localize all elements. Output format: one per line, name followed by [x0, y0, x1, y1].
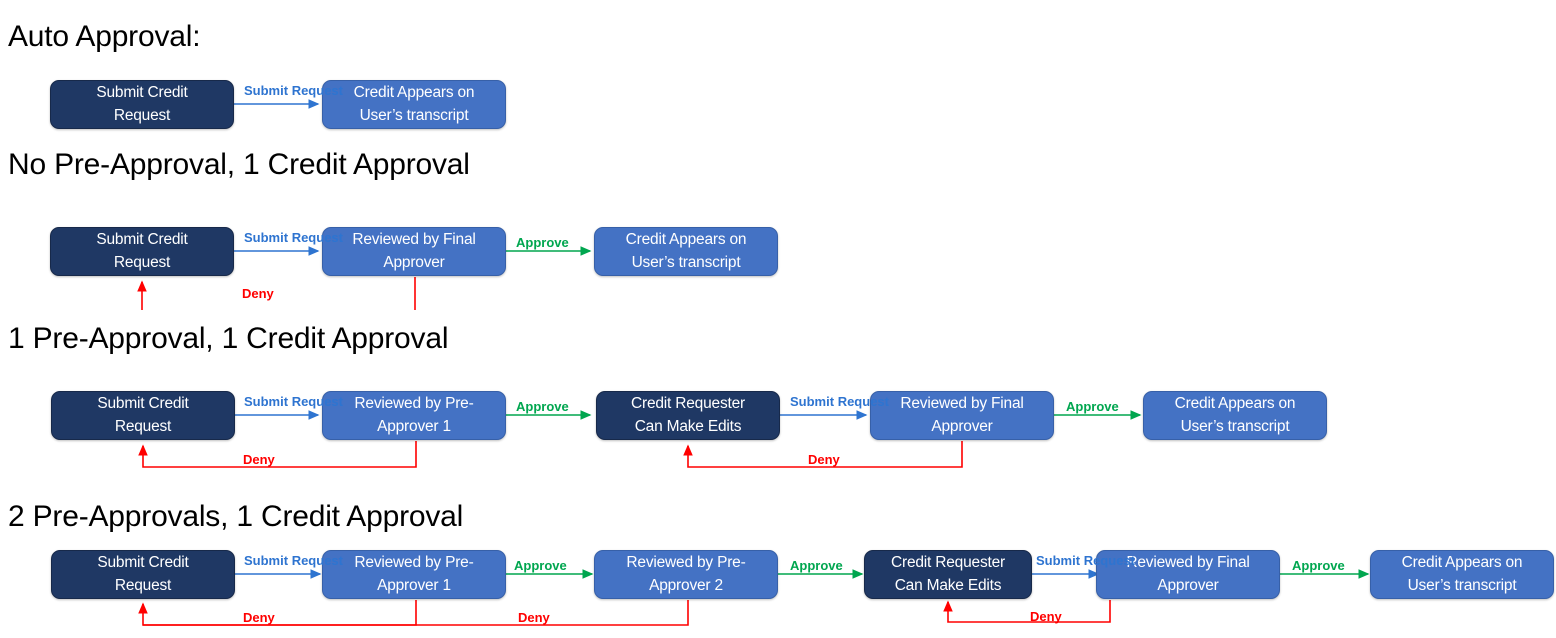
section-heading-two-pre-approvals: 2 Pre-Approvals, 1 Credit Approval: [8, 500, 464, 533]
edge-label-line-2: Request: [291, 394, 343, 409]
edge-label-approve: Approve: [516, 235, 569, 250]
node-line-2: Approver: [383, 253, 445, 271]
node-line-1: Submit Credit: [97, 395, 189, 413]
edge-label-line-2: Request: [291, 83, 343, 98]
node-line-2: Approver 2: [649, 576, 723, 594]
node-submit-credit-request[interactable]: Submit Credit Request: [51, 550, 235, 599]
edge-label-approve: Approve: [516, 399, 569, 414]
node-submit-credit-request[interactable]: Submit Credit Request: [50, 227, 234, 276]
node-line-2: Can Make Edits: [634, 417, 742, 435]
node-line-1: Reviewed by Final: [1126, 554, 1250, 572]
edge-label-submit-request: Submit Request: [244, 394, 343, 410]
node-line-2: Can Make Edits: [894, 576, 1002, 594]
node-line-1: Reviewed by Final: [352, 231, 476, 249]
node-line-1: Credit Appears on: [1174, 395, 1296, 413]
node-line-1: Reviewed by Pre-: [626, 554, 746, 572]
node-reviewed-by-final-approver[interactable]: Reviewed by Final Approver: [870, 391, 1054, 440]
node-line-2: Request: [114, 417, 172, 435]
node-line-2: User’s transcript: [359, 106, 469, 124]
edge-label-line-2: Request: [837, 394, 889, 409]
edge-label-submit-request: Submit Request: [244, 83, 343, 99]
node-line-2: User’s transcript: [1407, 576, 1517, 594]
section-heading-auto-approval: Auto Approval:: [8, 20, 201, 53]
node-line-2: User’s transcript: [631, 253, 741, 271]
node-credit-appears-transcript[interactable]: Credit Appears on User’s transcript: [1143, 391, 1327, 440]
edge-label-deny: Deny: [243, 610, 275, 625]
edge-label-line-1: Submit: [244, 553, 289, 568]
edge-label-line-1: Submit: [244, 83, 289, 98]
section-heading-no-pre-approval: No Pre-Approval, 1 Credit Approval: [8, 148, 470, 181]
node-line-2: Approver 1: [377, 576, 451, 594]
node-reviewed-by-final-approver[interactable]: Reviewed by Final Approver: [322, 227, 506, 276]
node-reviewed-by-pre-approver-1[interactable]: Reviewed by Pre- Approver 1: [322, 391, 506, 440]
node-line-1: Credit Appears on: [625, 231, 747, 249]
node-line-1: Submit Credit: [96, 84, 188, 102]
node-reviewed-by-pre-approver-1[interactable]: Reviewed by Pre- Approver 1: [322, 550, 506, 599]
node-line-1: Submit Credit: [97, 554, 189, 572]
edge-label-submit-request: Submit Request: [244, 553, 343, 569]
edge-label-line-2: Request: [291, 553, 343, 568]
edge-label-deny: Deny: [242, 286, 274, 301]
edge-label-deny: Deny: [243, 452, 275, 467]
edge-label-approve: Approve: [514, 558, 567, 573]
node-line-2: Request: [113, 253, 171, 271]
node-submit-credit-request[interactable]: Submit Credit Request: [50, 80, 234, 129]
edge-label-line-1: Submit: [244, 394, 289, 409]
node-line-1: Credit Requester: [891, 554, 1005, 572]
node-line-1: Reviewed by Pre-: [354, 395, 474, 413]
edge-label-line-1: Submit: [244, 230, 289, 245]
node-line-2: Approver 1: [377, 417, 451, 435]
node-line-2: Approver: [931, 417, 993, 435]
edge-label-line-1: Submit: [790, 394, 835, 409]
node-reviewed-by-final-approver[interactable]: Reviewed by Final Approver: [1096, 550, 1280, 599]
edge-label-approve: Approve: [790, 558, 843, 573]
edge-label-deny: Deny: [1030, 609, 1062, 624]
node-line-2: Request: [113, 106, 171, 124]
node-line-2: User’s transcript: [1180, 417, 1290, 435]
edge-label-approve: Approve: [1292, 558, 1345, 573]
node-line-2: Approver: [1157, 576, 1219, 594]
node-credit-appears-transcript[interactable]: Credit Appears on User’s transcript: [594, 227, 778, 276]
node-submit-credit-request[interactable]: Submit Credit Request: [51, 391, 235, 440]
edge-label-line-2: Request: [291, 230, 343, 245]
edge-label-submit-request: Submit Request: [790, 394, 889, 410]
edge-label-submit-request: Submit Request: [244, 230, 343, 246]
node-line-1: Submit Credit: [96, 231, 188, 249]
edge-label-approve: Approve: [1066, 399, 1119, 414]
node-reviewed-by-pre-approver-2[interactable]: Reviewed by Pre- Approver 2: [594, 550, 778, 599]
section-heading-one-pre-approval: 1 Pre-Approval, 1 Credit Approval: [8, 322, 449, 355]
node-line-1: Reviewed by Final: [900, 395, 1024, 413]
edge-label-deny: Deny: [808, 452, 840, 467]
node-line-1: Credit Appears on: [353, 84, 475, 102]
node-credit-requester-can-make-edits[interactable]: Credit Requester Can Make Edits: [596, 391, 780, 440]
edge-label-deny: Deny: [518, 610, 550, 625]
node-line-1: Credit Requester: [631, 395, 745, 413]
node-line-1: Reviewed by Pre-: [354, 554, 474, 572]
node-credit-requester-can-make-edits[interactable]: Credit Requester Can Make Edits: [864, 550, 1032, 599]
edge-label-line-1: Submit: [1036, 553, 1081, 568]
edge-label-submit-request: Submit Request: [1036, 553, 1135, 569]
node-line-2: Request: [114, 576, 172, 594]
node-line-1: Credit Appears on: [1401, 554, 1523, 572]
node-credit-appears-transcript[interactable]: Credit Appears on User’s transcript: [322, 80, 506, 129]
edge-label-line-2: Request: [1083, 553, 1135, 568]
node-credit-appears-transcript[interactable]: Credit Appears on User’s transcript: [1370, 550, 1554, 599]
